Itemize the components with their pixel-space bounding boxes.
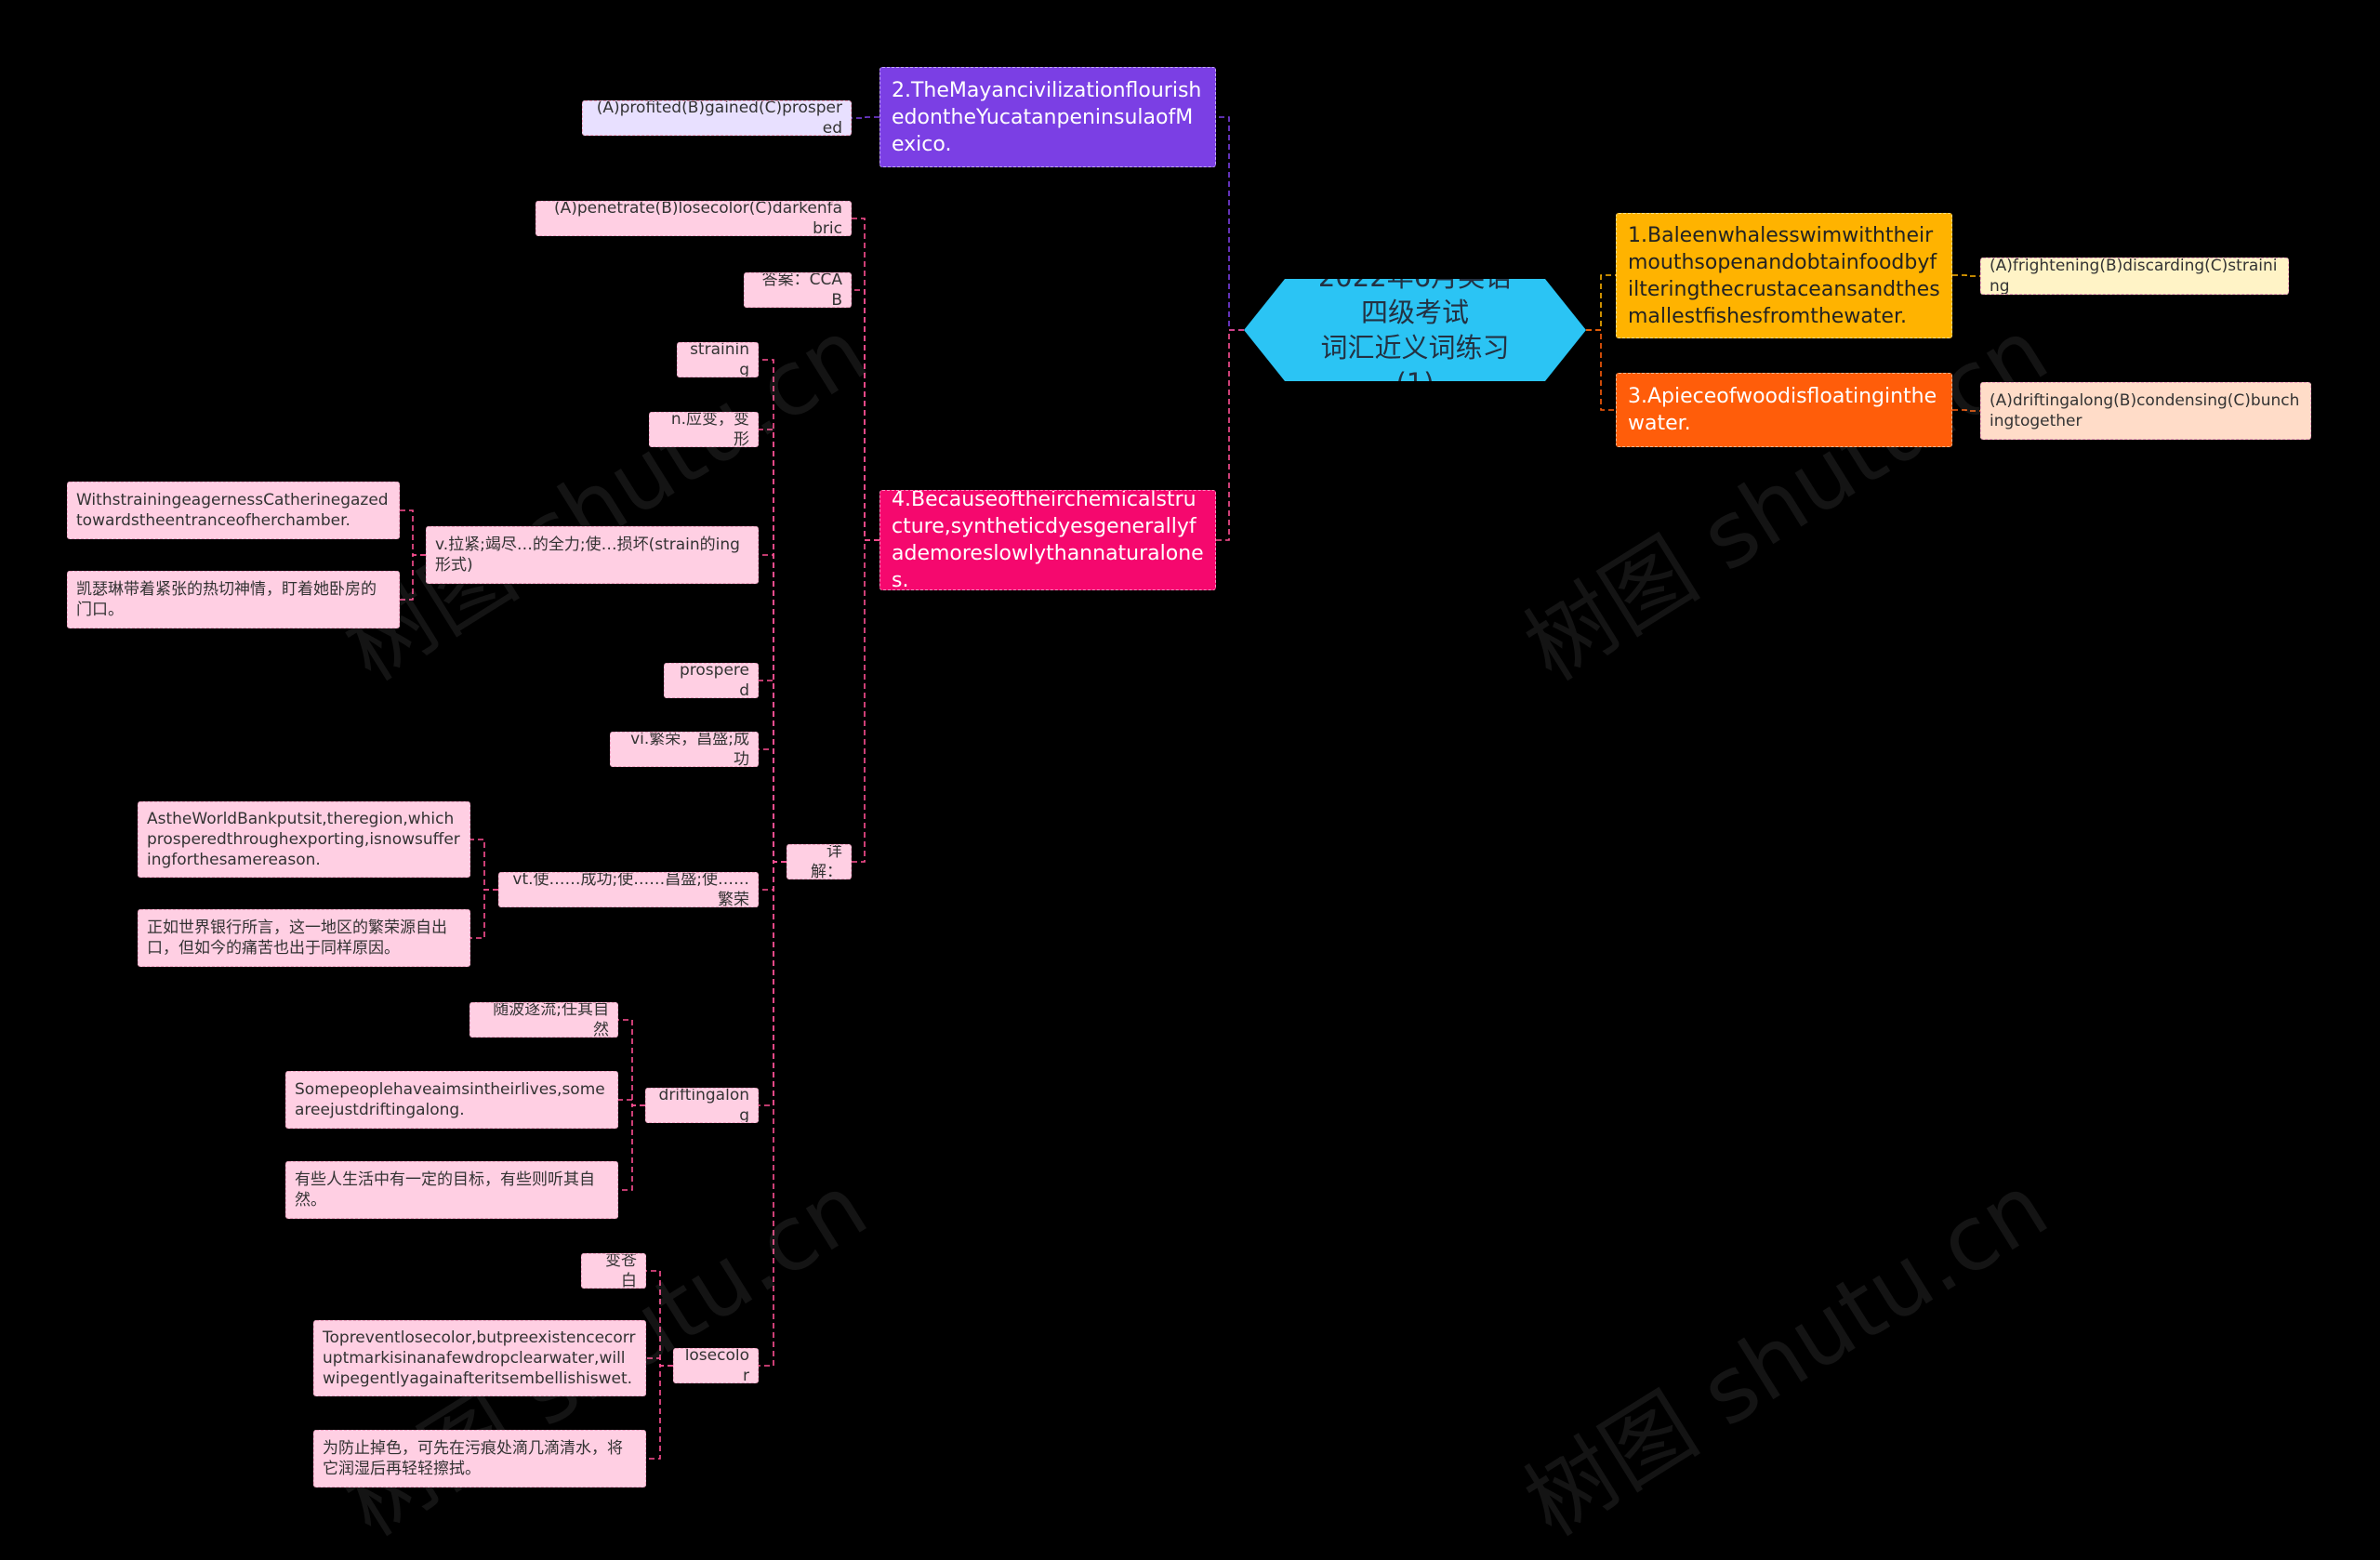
detail-label[interactable]: 详解： bbox=[787, 844, 852, 879]
word-straining[interactable]: straining bbox=[677, 342, 759, 377]
question-1-node[interactable]: 1.Baleenwhalesswimwiththeirmouthsopenand… bbox=[1616, 213, 1952, 338]
question-4-options[interactable]: (A)penetrate(B)losecolor(C)darkenfabric bbox=[536, 201, 852, 236]
word-prospered[interactable]: prospered bbox=[664, 663, 759, 698]
question-1-options[interactable]: (A)frightening(B)discarding(C)straining bbox=[1980, 258, 2289, 295]
link-detail-child-2 bbox=[759, 554, 787, 863]
link-detail-child-5 bbox=[759, 861, 787, 891]
watermark: 树图 shutu.cn bbox=[1507, 298, 2066, 701]
straining-example-zh[interactable]: 凯瑟琳带着紧张的热切神情，盯着她卧房的门口。 bbox=[67, 571, 400, 628]
straining-noun-meaning[interactable]: n.应变，变形 bbox=[649, 412, 759, 447]
straining-example-en[interactable]: WithstrainingeagernessCatherinegazedtowa… bbox=[67, 482, 400, 539]
watermark: 树图 shutu.cn bbox=[1507, 1154, 2066, 1556]
link-detail-child-6 bbox=[759, 861, 787, 1106]
word-losecolor[interactable]: losecolor bbox=[673, 1348, 759, 1383]
driftingalong-example-en[interactable]: Somepeoplehaveaimsintheirlives,someareej… bbox=[285, 1071, 618, 1129]
link-root-q3 bbox=[1586, 329, 1616, 411]
word-driftingalong[interactable]: driftingalong bbox=[645, 1088, 759, 1123]
link-q4-child-2 bbox=[852, 539, 879, 863]
driftingalong-meaning[interactable]: 随波逐流;任其自然 bbox=[469, 1002, 618, 1038]
losecolor-example-en[interactable]: Topreventlosecolor,butpreexistencecorrup… bbox=[313, 1320, 646, 1396]
link-q1-options bbox=[1952, 274, 1980, 277]
watermark: 树图 shutu.cn bbox=[326, 298, 885, 701]
prospered-vt-meaning[interactable]: vt.使……成功;使……昌盛;使……繁荣 bbox=[498, 872, 759, 907]
link-q4-child-1 bbox=[852, 289, 879, 541]
link-detail-child-1 bbox=[759, 429, 787, 863]
question-3-options[interactable]: (A)driftingalong(B)condensing(C)bunching… bbox=[1980, 382, 2311, 440]
link-drifting-child-2 bbox=[618, 1104, 645, 1191]
root-topic[interactable]: 2022年6月英语四级考试 词汇近义词练习(1) bbox=[1244, 279, 1586, 381]
losecolor-meaning[interactable]: 变苍白 bbox=[581, 1253, 646, 1289]
prospered-example-zh[interactable]: 正如世界银行所言，这一地区的繁荣源自出口，但如今的痛苦也出于同样原因。 bbox=[138, 909, 470, 967]
link-root-q4 bbox=[1216, 329, 1244, 541]
question-3-node[interactable]: 3.Apieceofwoodisfloatinginthewater. bbox=[1616, 373, 1952, 447]
link-root-q2 bbox=[1216, 116, 1244, 331]
link-drifting-child-1 bbox=[618, 1099, 645, 1106]
link-detail-child-3 bbox=[759, 680, 787, 863]
driftingalong-example-zh[interactable]: 有些人生活中有一定的目标，有些则听其自然。 bbox=[285, 1161, 618, 1219]
answer-node[interactable]: 答案：CCAB bbox=[744, 272, 852, 308]
prospered-vi-meaning[interactable]: vi.繁荣，昌盛;成功 bbox=[610, 732, 759, 767]
link-detail-child-4 bbox=[759, 748, 787, 863]
question-2-node[interactable]: 2.TheMayancivilizationflourishedontheYuc… bbox=[879, 67, 1216, 167]
link-drifting-child-0 bbox=[618, 1019, 645, 1106]
question-4-node[interactable]: 4.Becauseoftheirchemicalstructure,synthe… bbox=[879, 490, 1216, 590]
link-root-q1 bbox=[1586, 274, 1616, 331]
losecolor-example-zh[interactable]: 为防止掉色，可先在污痕处滴几滴清水，将它润湿后再轻轻擦拭。 bbox=[313, 1430, 646, 1487]
link-q2-options bbox=[852, 116, 879, 119]
link-prospered-ex-en bbox=[470, 839, 498, 891]
link-prospered-ex-zh bbox=[470, 889, 498, 939]
question-2-options[interactable]: (A)profited(B)gained(C)prospered bbox=[582, 100, 852, 136]
prospered-example-en[interactable]: AstheWorldBankputsit,theregion,whichpros… bbox=[138, 801, 470, 878]
straining-verb-meaning[interactable]: v.拉紧;竭尽…的全力;使…损坏(strain的ing形式) bbox=[426, 526, 759, 584]
